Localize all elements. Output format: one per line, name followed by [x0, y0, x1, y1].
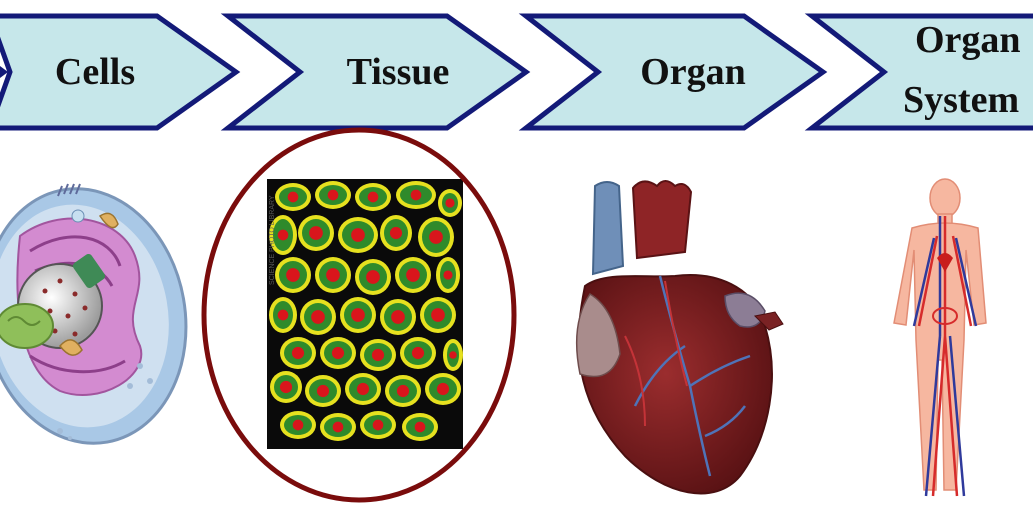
- step-label-tissue: Tissue: [318, 50, 478, 94]
- tissue-nucleus: [406, 268, 420, 282]
- circulatory-system-illustration: [882, 176, 1008, 510]
- step-label-organ-system-line1: Organ: [915, 18, 1021, 62]
- tissue-nucleus: [292, 347, 304, 359]
- tissue-nucleus: [415, 422, 426, 433]
- tissue-nucleus: [357, 383, 369, 395]
- tissue-nucleus: [311, 310, 325, 324]
- tissue-nucleus: [333, 422, 344, 433]
- tissue-nucleus: [411, 190, 422, 201]
- tissue-nucleus: [373, 420, 384, 431]
- tissue-nucleus: [437, 383, 449, 395]
- step-label-organ: Organ: [613, 50, 773, 94]
- tissue-nucleus: [328, 190, 339, 201]
- tissue-nucleus: [326, 268, 340, 282]
- tissue-nucleus: [293, 420, 304, 431]
- tissue-nucleus: [278, 230, 289, 241]
- tissue-nucleus: [351, 308, 365, 322]
- tissue-nucleus: [397, 385, 409, 397]
- tissue-nucleus: [309, 226, 323, 240]
- tissue-nucleus: [332, 347, 344, 359]
- tissue-nucleus: [412, 347, 424, 359]
- tissue-illustration: SCIENCE PHOTO LIBRARY: [198, 125, 523, 507]
- tissue-nucleus: [372, 349, 384, 361]
- tissue-nucleus: [391, 310, 405, 324]
- tissue-nucleus: [429, 230, 443, 244]
- tissue-nucleus: [278, 310, 289, 321]
- tissue-nucleus: [449, 351, 457, 359]
- tissue-nucleus: [366, 270, 380, 284]
- tissue-nucleus: [390, 227, 402, 239]
- tissue-nucleus: [443, 270, 452, 279]
- tissue-watermark: SCIENCE PHOTO LIBRARY: [269, 195, 276, 285]
- tissue-nucleus: [351, 228, 365, 242]
- tissue-nucleus: [431, 308, 445, 322]
- tissue-nucleus: [368, 192, 379, 203]
- tissue-nucleus: [286, 268, 300, 282]
- step-label-cells: Cells: [30, 50, 160, 94]
- tissue-nucleus: [280, 381, 292, 393]
- cell-illustration: [0, 176, 200, 456]
- heart-illustration: [565, 176, 790, 510]
- tissue-nucleus: [317, 385, 329, 397]
- tissue-nucleus: [445, 198, 454, 207]
- step-label-organ-system-line2: System: [903, 78, 1019, 122]
- tissue-nucleus: [288, 192, 299, 203]
